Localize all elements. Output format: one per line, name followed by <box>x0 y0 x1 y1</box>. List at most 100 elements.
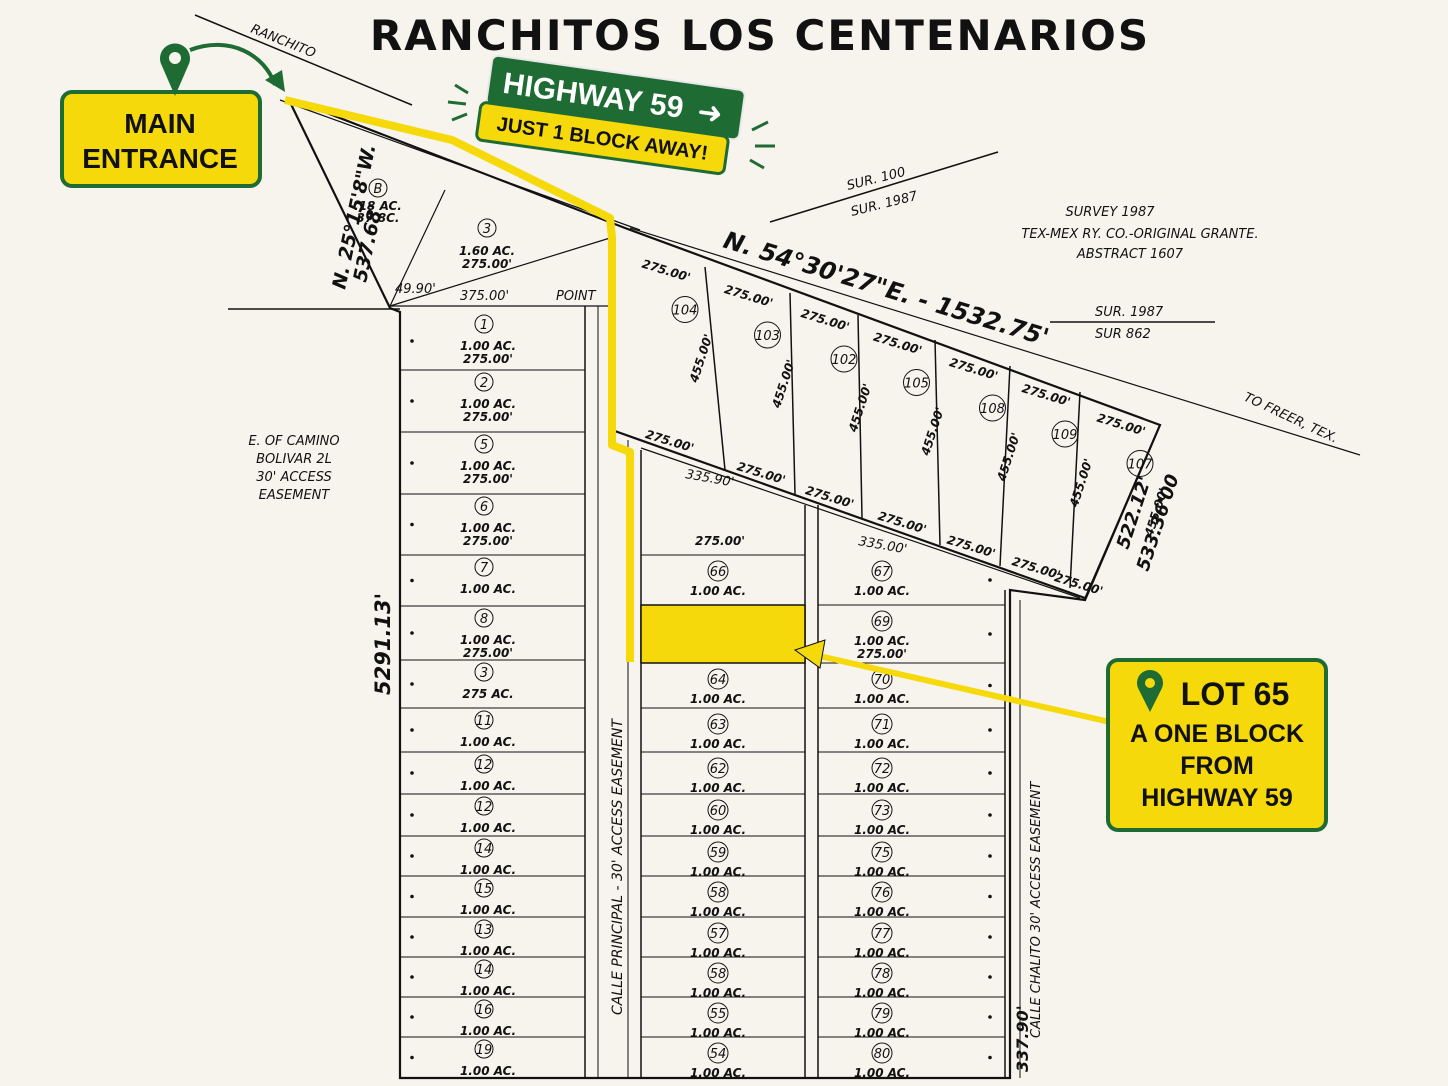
highway-59-sign[interactable]: HIGHWAY 59 ➜ JUST 1 BLOCK AWAY! <box>475 54 746 176</box>
lot-number-circle <box>474 608 494 628</box>
lot-number-circle <box>707 841 729 863</box>
right-lot-column: 671.00 AC. 691.00 AC.275.00' 701.00 AC. 711… <box>818 560 1005 1080</box>
lot-67[interactable]: 671.00 AC. <box>854 560 992 598</box>
lot-54[interactable]: 541.00 AC. <box>690 1042 746 1080</box>
lot-12-left[interactable]: 121.00 AC. <box>410 754 516 793</box>
lot-8-left[interactable]: 81.00 AC.275.00' <box>410 608 516 660</box>
lot-14-left[interactable]: 141.00 AC. <box>410 959 516 998</box>
lot-number-circle <box>474 557 494 577</box>
lot-acreage: 1.00 AC. <box>690 692 746 706</box>
diag-lot-divider <box>789 292 796 495</box>
lot-number: 54 <box>710 1047 727 1062</box>
lot-7-left[interactable]: 71.00 AC. <box>410 557 516 596</box>
lot-number: 2 <box>480 376 488 391</box>
lot-acreage: 1.00 AC. <box>460 459 516 473</box>
lot-acreage: 1.00 AC. <box>690 946 746 960</box>
lot-65-highlight[interactable] <box>640 604 806 664</box>
lot-top-dim: 275.00' <box>948 355 1000 383</box>
lot-63[interactable]: 631.00 AC. <box>690 713 746 751</box>
lot-13-left[interactable]: 131.00 AC. <box>410 919 516 958</box>
mid-top-dim: 275.00' <box>695 534 745 548</box>
lot-number-circle <box>871 1002 893 1024</box>
lot-66[interactable]: 661.00 AC. <box>690 560 746 598</box>
sur-862-label: SUR 862 <box>1095 327 1151 342</box>
lot-73[interactable]: 731.00 AC. <box>854 799 992 837</box>
lot-71[interactable]: 711.00 AC. <box>854 713 992 751</box>
lot-number: 55 <box>710 1007 727 1022</box>
lot-number: 5 <box>480 438 488 453</box>
highway-edge <box>629 227 1361 456</box>
survey-pin <box>988 771 992 775</box>
lot-75[interactable]: 751.00 AC. <box>854 841 992 879</box>
lot-57[interactable]: 571.00 AC. <box>690 922 746 960</box>
lot-number-circle <box>830 345 858 373</box>
lot-60[interactable]: 601.00 AC. <box>690 799 746 837</box>
lot-number-circle <box>903 369 930 396</box>
left-distance-label: 5291.13' <box>371 593 395 695</box>
lot-58[interactable]: 581.00 AC. <box>690 962 746 1000</box>
lot-number: 15 <box>476 882 493 897</box>
lot-depth: 455.00' <box>918 405 947 458</box>
lot-5-left[interactable]: 51.00 AC.275.00' <box>410 434 516 486</box>
lot-acreage: 1.00 AC. <box>690 584 746 598</box>
survey-line1: SURVEY 1987 <box>1065 205 1155 220</box>
lot-70[interactable]: 701.00 AC. <box>854 668 992 706</box>
lot-64[interactable]: 641.00 AC. <box>690 668 746 706</box>
survey-pin <box>988 975 992 979</box>
lot-number: 102 <box>832 353 857 368</box>
lot-2-left[interactable]: 21.00 AC.275.00' <box>410 372 516 424</box>
lot-65-callout[interactable]: LOT 65 A ONE BLOCK FROM HIGHWAY 59 <box>1106 658 1328 832</box>
survey-pin <box>988 683 992 688</box>
lot-72[interactable]: 721.00 AC. <box>854 757 992 795</box>
lot-number: 16 <box>476 1003 493 1018</box>
diag-lot-divider <box>934 339 941 546</box>
lot-11-left[interactable]: 111.00 AC. <box>410 710 516 749</box>
lot-58[interactable]: 581.00 AC. <box>690 881 746 919</box>
lot-3-number: 3 <box>483 222 491 237</box>
survey-pin <box>410 1055 414 1060</box>
survey-pin <box>988 1015 992 1019</box>
lot-acreage: 1.00 AC. <box>854 905 910 919</box>
lot-1-left[interactable]: 11.00 AC.275.00' <box>410 314 516 366</box>
lot-19-left[interactable]: 191.00 AC. <box>410 1039 516 1078</box>
lot-80[interactable]: 801.00 AC. <box>854 1042 992 1080</box>
lot-number: 58 <box>710 886 727 901</box>
lot-number: 108 <box>980 402 1005 417</box>
diag-lot-divider <box>1069 391 1081 589</box>
lot-15-left[interactable]: 151.00 AC. <box>410 878 516 917</box>
lot-69[interactable]: 691.00 AC.275.00' <box>854 610 992 661</box>
lot-6-left[interactable]: 61.00 AC.275.00' <box>410 496 516 548</box>
lot-12-left[interactable]: 121.00 AC. <box>410 796 516 835</box>
lot-acreage: 1.00 AC. <box>690 1026 746 1040</box>
lot-16-left[interactable]: 16 1.00 AC. <box>410 999 516 1038</box>
lot-acreage: 1.00 AC. <box>460 582 516 596</box>
lot-78[interactable]: 781.00 AC. <box>854 962 992 1000</box>
lot-79[interactable]: 791.00 AC. <box>854 1002 992 1040</box>
lot-number: 69 <box>874 615 891 630</box>
lot-number: 12 <box>476 800 493 815</box>
survey-pin <box>410 1015 414 1019</box>
lot-62[interactable]: 621.00 AC. <box>690 757 746 795</box>
survey-pin <box>410 728 414 732</box>
lot-number-circle <box>474 434 494 454</box>
main-entrance-callout[interactable]: MAIN ENTRANCE <box>60 90 262 188</box>
lot-number-circle <box>474 754 494 774</box>
lot-55[interactable]: 55 1.00 AC. <box>690 1002 746 1040</box>
lot-76[interactable]: 761.00 AC. <box>854 881 992 919</box>
camino-line3: 30' ACCESS <box>256 470 332 485</box>
diag-lot-divider <box>1084 424 1161 599</box>
lot-77[interactable]: 771.00 AC. <box>854 922 992 960</box>
survey-pin <box>410 522 414 527</box>
lot-acreage: 1.00 AC. <box>460 1024 516 1038</box>
calle-chalito-label: CALLE CHALITO 30' ACCESS EASEMENT <box>1029 781 1044 1038</box>
lot-top-dim: 275.00' <box>799 306 851 334</box>
lot-number: 103 <box>755 329 780 344</box>
lot-59[interactable]: 591.00 AC. <box>690 841 746 879</box>
lot-14-left[interactable]: 141.00 AC. <box>410 838 516 877</box>
